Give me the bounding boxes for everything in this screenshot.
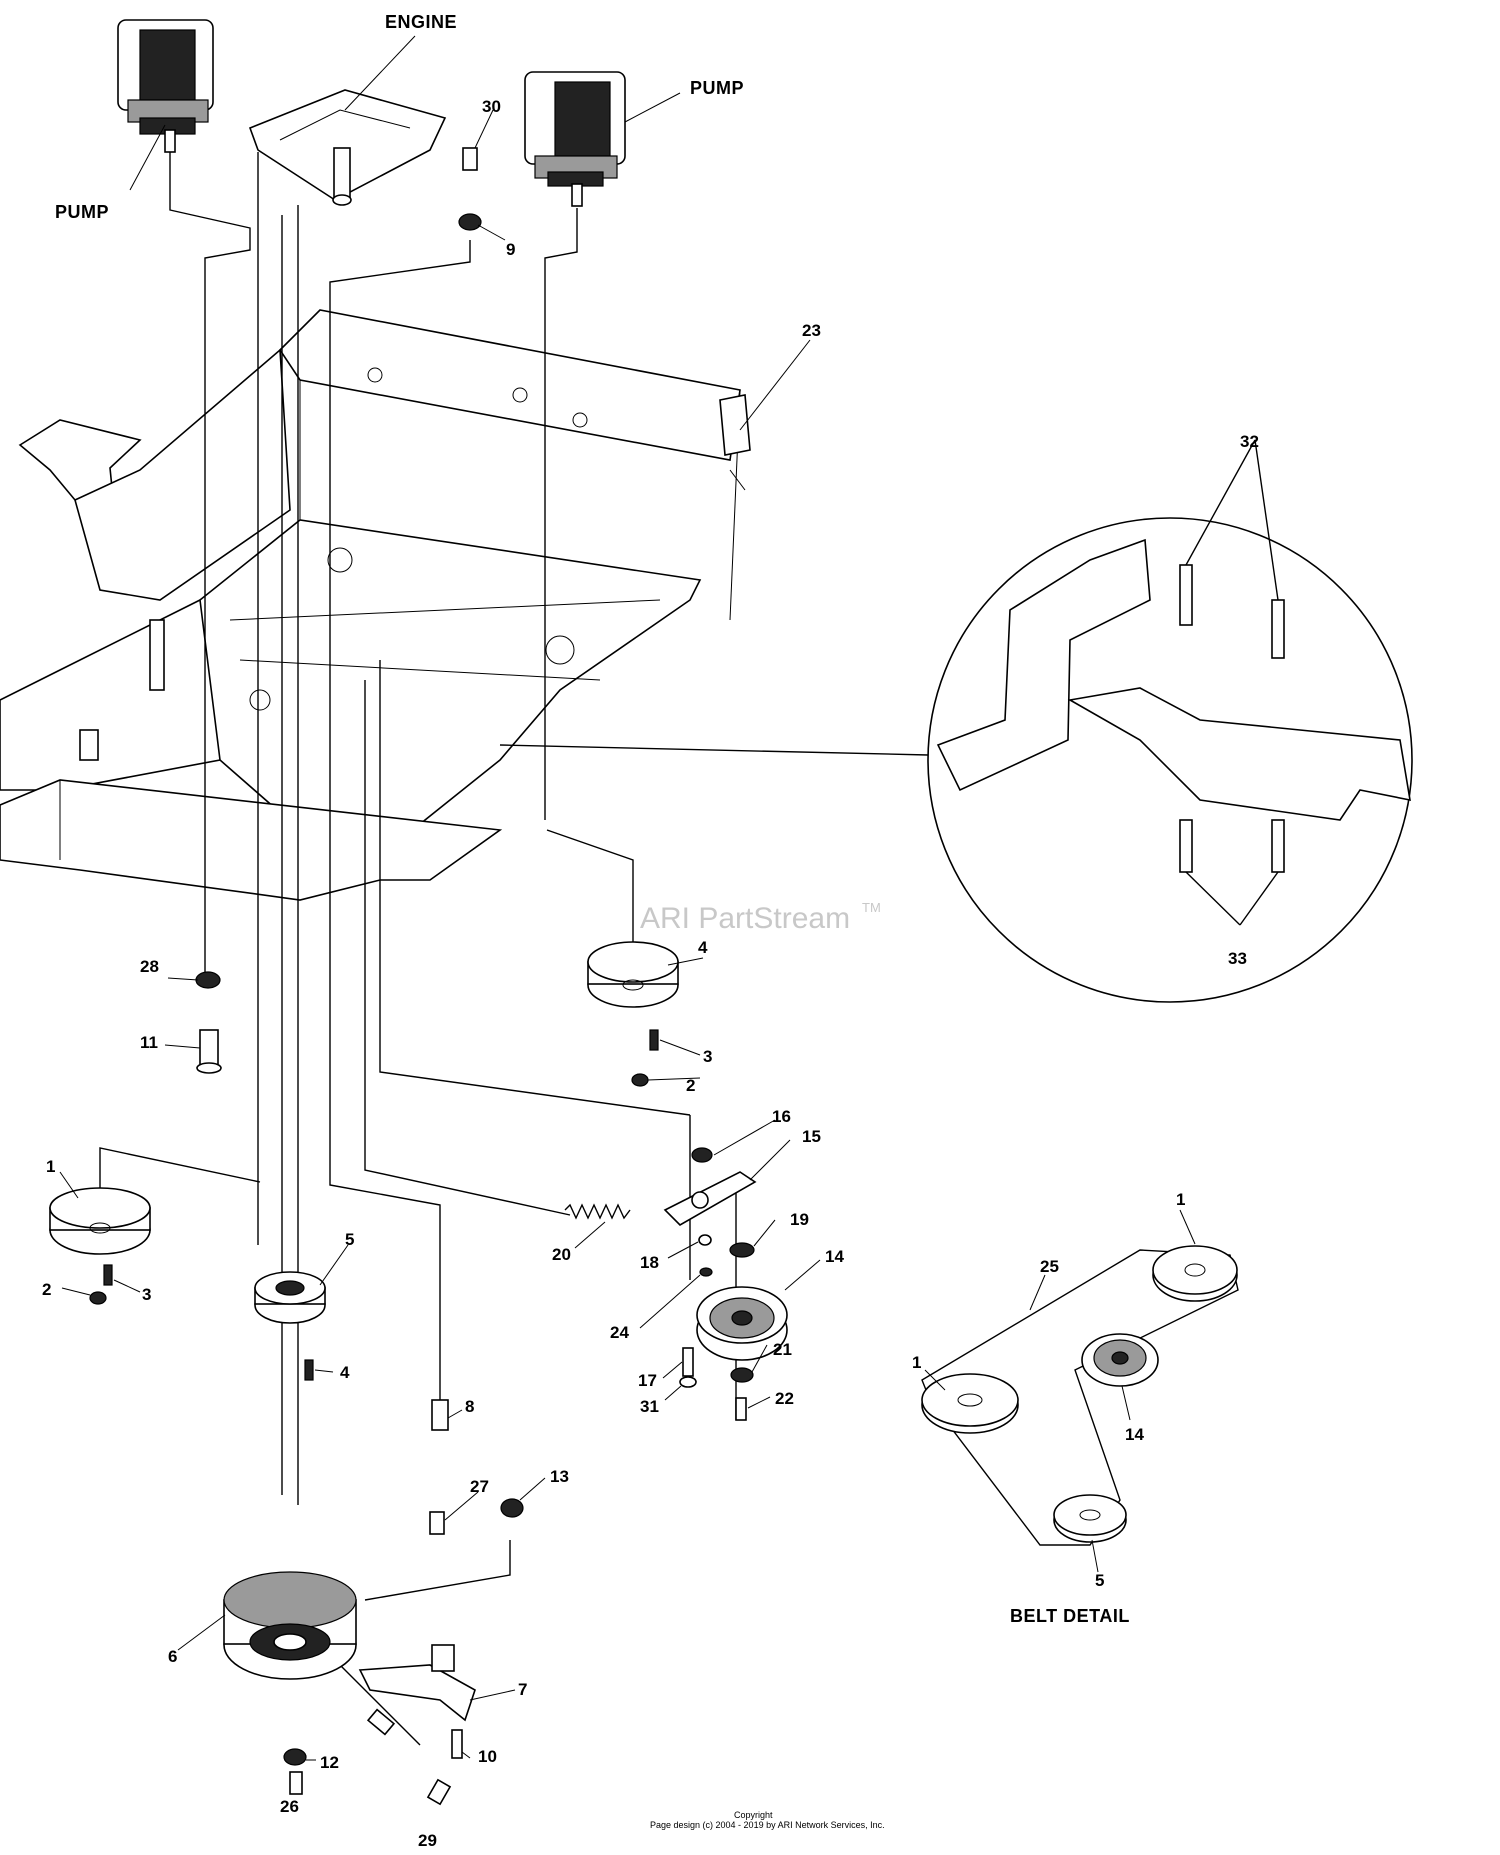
part-20-spring[interactable] bbox=[564, 1203, 631, 1220]
callout-26: 26 bbox=[280, 1797, 299, 1816]
part-9-nut[interactable] bbox=[458, 213, 482, 231]
part-7-bracket[interactable] bbox=[358, 1644, 476, 1722]
callout-13: 13 bbox=[550, 1467, 569, 1486]
callout-4-top: 4 bbox=[698, 938, 708, 957]
part-11-bolt[interactable] bbox=[196, 1029, 222, 1074]
watermark-text: ARI PartStream bbox=[640, 902, 850, 935]
part-23-bracket[interactable] bbox=[719, 394, 751, 491]
chassis-frame[interactable] bbox=[0, 309, 741, 901]
callout-16: 16 bbox=[772, 1107, 791, 1126]
callout-7: 7 bbox=[518, 1680, 527, 1699]
callout-25: 25 bbox=[1040, 1257, 1059, 1276]
callout-3-right: 3 bbox=[703, 1047, 712, 1066]
part-22-bolt[interactable] bbox=[735, 1397, 747, 1421]
engine-mount-plate[interactable] bbox=[248, 89, 447, 206]
watermark-tm: TM bbox=[862, 900, 881, 915]
part-15-idler-arm[interactable] bbox=[663, 1171, 757, 1226]
callout-20: 20 bbox=[552, 1245, 571, 1264]
pump-right-label: PUMP bbox=[690, 78, 744, 98]
pump-left-label: PUMP bbox=[55, 202, 109, 222]
part-3-key-left[interactable] bbox=[103, 1264, 113, 1286]
callout-6: 6 bbox=[168, 1647, 177, 1666]
callout-2-left: 2 bbox=[42, 1280, 51, 1299]
callout-17: 17 bbox=[638, 1371, 657, 1390]
callout-leaders bbox=[59, 35, 1196, 1761]
callout-21: 21 bbox=[773, 1340, 792, 1359]
part-27-stud[interactable] bbox=[429, 1511, 445, 1535]
part-8-stud[interactable] bbox=[431, 1399, 449, 1431]
pump-right[interactable] bbox=[524, 71, 626, 207]
callout-11: 11 bbox=[140, 1033, 158, 1052]
pump-left[interactable] bbox=[117, 19, 214, 153]
callout-15: 15 bbox=[802, 1127, 821, 1146]
callout-32: 32 bbox=[1240, 432, 1259, 451]
callout-22: 22 bbox=[775, 1389, 794, 1408]
part-28-nut[interactable] bbox=[195, 971, 221, 989]
part-3-key-right[interactable] bbox=[649, 1029, 659, 1051]
part-2-nut-right[interactable] bbox=[631, 1073, 649, 1087]
copyright-line1: Copyright bbox=[734, 1810, 773, 1820]
pulley-1-right[interactable] bbox=[587, 941, 679, 1008]
callout-12: 12 bbox=[320, 1753, 339, 1772]
part-31-washer[interactable] bbox=[679, 1376, 697, 1388]
pulley-14-idler[interactable] bbox=[696, 1286, 788, 1361]
callout-24: 24 bbox=[610, 1323, 629, 1342]
callout-1-belt-top: 1 bbox=[1176, 1190, 1185, 1209]
belt-detail[interactable] bbox=[921, 1245, 1239, 1546]
part-19-washer[interactable] bbox=[729, 1242, 755, 1258]
callout-9: 9 bbox=[506, 240, 515, 259]
callout-2-right: 2 bbox=[686, 1076, 695, 1095]
callout-10: 10 bbox=[478, 1747, 497, 1766]
callout-29: 29 bbox=[418, 1831, 437, 1850]
pulley-5[interactable] bbox=[254, 1271, 326, 1324]
callout-18: 18 bbox=[640, 1253, 659, 1272]
callout-23: 23 bbox=[802, 321, 821, 340]
callout-5-belt: 5 bbox=[1095, 1571, 1104, 1590]
callout-4-bottom: 4 bbox=[340, 1363, 350, 1382]
part-13-nut[interactable] bbox=[500, 1498, 524, 1518]
pulley-1-left[interactable] bbox=[49, 1187, 151, 1255]
callout-14: 14 bbox=[825, 1247, 844, 1266]
callout-31: 31 bbox=[640, 1397, 659, 1416]
callout-8: 8 bbox=[465, 1397, 474, 1416]
engine-label: ENGINE bbox=[385, 12, 457, 32]
callout-1-belt-left: 1 bbox=[912, 1353, 921, 1372]
callout-1-left: 1 bbox=[46, 1157, 55, 1176]
part-17-bolt[interactable] bbox=[682, 1347, 694, 1377]
part-16-nut[interactable] bbox=[691, 1147, 713, 1163]
callout-28: 28 bbox=[140, 957, 159, 976]
callout-27: 27 bbox=[470, 1477, 489, 1496]
callout-33: 33 bbox=[1228, 949, 1247, 968]
callout-19: 19 bbox=[790, 1210, 809, 1229]
part-29-wire-connector[interactable] bbox=[366, 1708, 452, 1806]
part-30-bolt[interactable] bbox=[462, 147, 478, 171]
part-10-bolt[interactable] bbox=[451, 1729, 463, 1759]
copyright-line2: Page design (c) 2004 - 2019 by ARI Netwo… bbox=[650, 1820, 885, 1830]
part-12-nut[interactable] bbox=[283, 1748, 307, 1766]
belt-detail-label: BELT DETAIL bbox=[1010, 1606, 1130, 1626]
part-26-bolt[interactable] bbox=[289, 1771, 303, 1795]
part-18-spacer[interactable] bbox=[698, 1234, 712, 1246]
callout-3-left: 3 bbox=[142, 1285, 151, 1304]
part-21-nut[interactable] bbox=[730, 1367, 754, 1383]
part-4-key[interactable] bbox=[304, 1359, 314, 1381]
watermark: ARI PartStream TM bbox=[640, 900, 881, 935]
part-24-washer[interactable] bbox=[699, 1267, 713, 1277]
part-2-nut-left[interactable] bbox=[89, 1291, 107, 1305]
detail-circle[interactable] bbox=[927, 439, 1413, 1003]
callout-30: 30 bbox=[482, 97, 501, 116]
callout-5: 5 bbox=[345, 1230, 354, 1249]
copyright: Copyright Page design (c) 2004 - 2019 by… bbox=[650, 1810, 885, 1830]
text-labels: ENGINE PUMP PUMP BELT DETAIL 30 9 23 32 … bbox=[42, 12, 1259, 1850]
callout-14-belt: 14 bbox=[1125, 1425, 1144, 1444]
part-6-clutch[interactable] bbox=[223, 1571, 357, 1680]
